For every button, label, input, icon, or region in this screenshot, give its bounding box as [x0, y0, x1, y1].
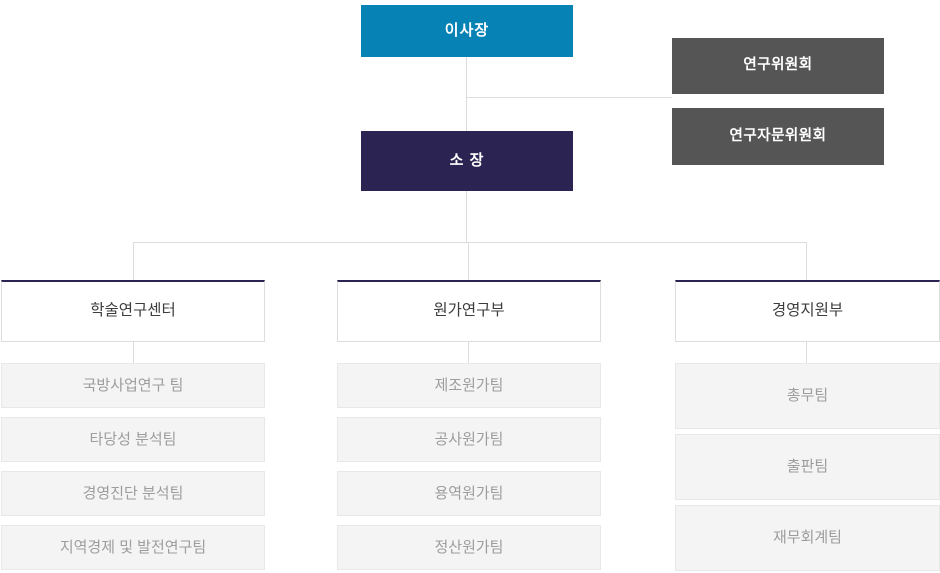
team-box: 국방사업연구 팀	[1, 363, 265, 408]
team-box: 지역경제 및 발전연구팀	[1, 525, 265, 570]
branch-drop-left	[133, 242, 134, 280]
branch-drop-right	[806, 242, 807, 280]
team-box: 총무팀	[675, 363, 940, 429]
research-committee-box: 연구위원회	[672, 38, 884, 94]
team-box: 출판팀	[675, 434, 940, 500]
dept-box-management-support: 경영지원부	[675, 280, 940, 342]
dept-box-cost-research: 원가연구부	[337, 280, 601, 342]
team-box: 타당성 분석팀	[1, 417, 265, 462]
connector-to-committees	[467, 97, 672, 98]
research-advisory-committee-box: 연구자문위원회	[672, 108, 884, 165]
team-box: 경영진단 분석팀	[1, 471, 265, 516]
team-box: 공사원가팀	[337, 417, 601, 462]
team-box: 정산원가팀	[337, 525, 601, 570]
team-box: 제조원가팀	[337, 363, 601, 408]
dept-to-teams-right	[806, 342, 807, 363]
team-box: 재무회계팀	[675, 505, 940, 571]
connector-director-to-branch	[466, 191, 467, 242]
dept-box-academic-research-center: 학술연구센터	[1, 280, 265, 342]
team-box: 용역원가팀	[337, 471, 601, 516]
dept-to-teams-center	[468, 342, 469, 363]
connector-chairman-to-director	[466, 57, 467, 131]
branch-drop-center	[468, 242, 469, 280]
chairman-box: 이사장	[361, 5, 573, 57]
branch-horizontal-line	[133, 242, 807, 243]
director-box: 소 장	[361, 131, 573, 191]
dept-to-teams-left	[133, 342, 134, 363]
